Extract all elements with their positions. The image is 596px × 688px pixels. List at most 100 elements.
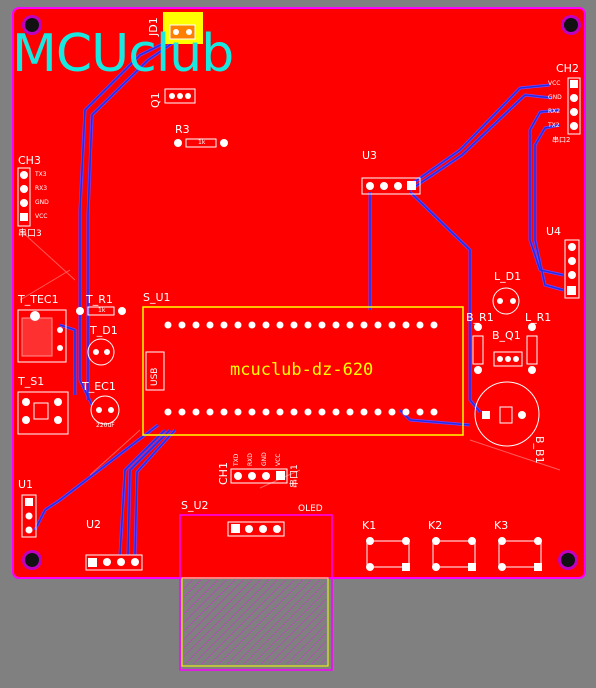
- s-u2-oled: [179, 514, 333, 671]
- ch2-note: 串口2: [552, 136, 571, 144]
- ch1-pin-label: GND: [261, 452, 268, 466]
- module-pin: [248, 321, 256, 329]
- r3-value: 1k: [198, 139, 206, 146]
- l-d1-led: [492, 287, 520, 315]
- module-pin: [388, 408, 396, 416]
- ref-s-u1: S_U1: [143, 291, 171, 304]
- module-pin: [220, 408, 228, 416]
- ref-s-u2: S_U2: [181, 499, 209, 512]
- t-s1-switch: [17, 391, 69, 435]
- module-pin: [346, 321, 354, 329]
- module-pin: [304, 408, 312, 416]
- t-ec1-capacitor: [90, 395, 120, 425]
- ref-t-d1: T_D1: [90, 324, 118, 337]
- traces: [19, 36, 564, 556]
- ref-b-r1: B_R1: [466, 311, 494, 324]
- ch2-pin-label: RX2: [548, 108, 561, 115]
- module-pin: [318, 321, 326, 329]
- u4-component: [564, 239, 580, 299]
- u2-component: [85, 554, 143, 571]
- module-pin: [416, 321, 424, 329]
- ch2-header: [567, 77, 581, 135]
- module-pin: [304, 321, 312, 329]
- ref-u2: U2: [86, 518, 102, 531]
- ref-jd1: JD1: [147, 17, 160, 36]
- module-pin: [290, 321, 298, 329]
- ref-u4: U4: [546, 225, 562, 238]
- ch2-pin-label: VCC: [548, 80, 561, 87]
- ch1-pin-label: VCC: [275, 453, 282, 466]
- ref-t-r1: T_R1: [86, 293, 113, 306]
- t-tec1-component: [17, 309, 67, 363]
- ref-k1: K1: [362, 519, 377, 532]
- ref-ch1: CH1: [217, 462, 230, 485]
- t-r1-value: 1k: [98, 307, 106, 314]
- module-pin: [402, 408, 410, 416]
- module-pin: [332, 408, 340, 416]
- ref-b-q1: B_Q1: [492, 329, 521, 342]
- ch3-note: 串口3: [18, 229, 42, 239]
- module-pin: [374, 408, 382, 416]
- module-pin: [192, 408, 200, 416]
- module-pin: [318, 408, 326, 416]
- module-pin: [234, 408, 242, 416]
- t-ec1-value: 220uF: [96, 422, 115, 429]
- module-pin: [248, 408, 256, 416]
- oled-window: [184, 580, 326, 664]
- module-pin: [402, 321, 410, 329]
- ch1-note: 串口1: [290, 464, 300, 488]
- module-pin: [360, 321, 368, 329]
- module-pin: [262, 321, 270, 329]
- k-buttons: [366, 537, 542, 571]
- ch3-pin-label: VCC: [35, 213, 48, 220]
- b-r1-component: [472, 323, 484, 374]
- module-pin: [262, 408, 270, 416]
- usb-label: USB: [150, 367, 160, 386]
- board-title: mcuclub-dz-620: [230, 360, 374, 380]
- ch2-pin-label: TX2: [548, 122, 560, 129]
- jd1-component: [163, 12, 203, 44]
- oled-label: OLED: [298, 504, 323, 514]
- ref-k2: K2: [428, 519, 443, 532]
- ref-l-r1: L_R1: [525, 311, 552, 324]
- t-r1-component: [76, 306, 126, 316]
- ch1-header: [230, 468, 288, 484]
- module-pin: [220, 321, 228, 329]
- ch3-pin-label: RX3: [35, 185, 48, 192]
- ref-k3: K3: [494, 519, 509, 532]
- module-pin: [178, 321, 186, 329]
- ref-l-d1: L_D1: [494, 270, 522, 283]
- module-pin: [164, 408, 172, 416]
- module-pin: [234, 321, 242, 329]
- module-pin: [388, 321, 396, 329]
- ref-b-b1: B_B1: [533, 436, 546, 464]
- module-pin: [360, 408, 368, 416]
- ref-t-s1: T_S1: [18, 375, 45, 388]
- ref-t-ec1: T_EC1: [82, 380, 116, 393]
- ch1-pin-label: TXD: [233, 453, 240, 466]
- u1-component: [21, 494, 37, 538]
- l-r1-component: [526, 323, 538, 374]
- ch3-pin-label: TX3: [35, 171, 47, 178]
- module-pin: [192, 321, 200, 329]
- ref-ch2: CH2: [556, 62, 579, 75]
- module-pin: [276, 408, 284, 416]
- module-pin: [206, 408, 214, 416]
- r3-component: [174, 138, 228, 148]
- ref-r3: R3: [175, 123, 190, 136]
- module-pin: [206, 321, 214, 329]
- module-pin: [346, 408, 354, 416]
- mounting-holes: [22, 15, 581, 570]
- module-pin: [178, 408, 186, 416]
- t-d1-led: [87, 338, 115, 366]
- s-u1-module: [142, 306, 464, 436]
- module-pin: [430, 321, 438, 329]
- ch3-header: [17, 167, 31, 227]
- ref-u3: U3: [362, 149, 378, 162]
- q1-component: [164, 88, 196, 104]
- module-pin: [164, 321, 172, 329]
- ch3-pin-label: GND: [35, 199, 49, 206]
- b-q1-component: [493, 351, 523, 367]
- ch1-pin-label: RXD: [247, 453, 254, 466]
